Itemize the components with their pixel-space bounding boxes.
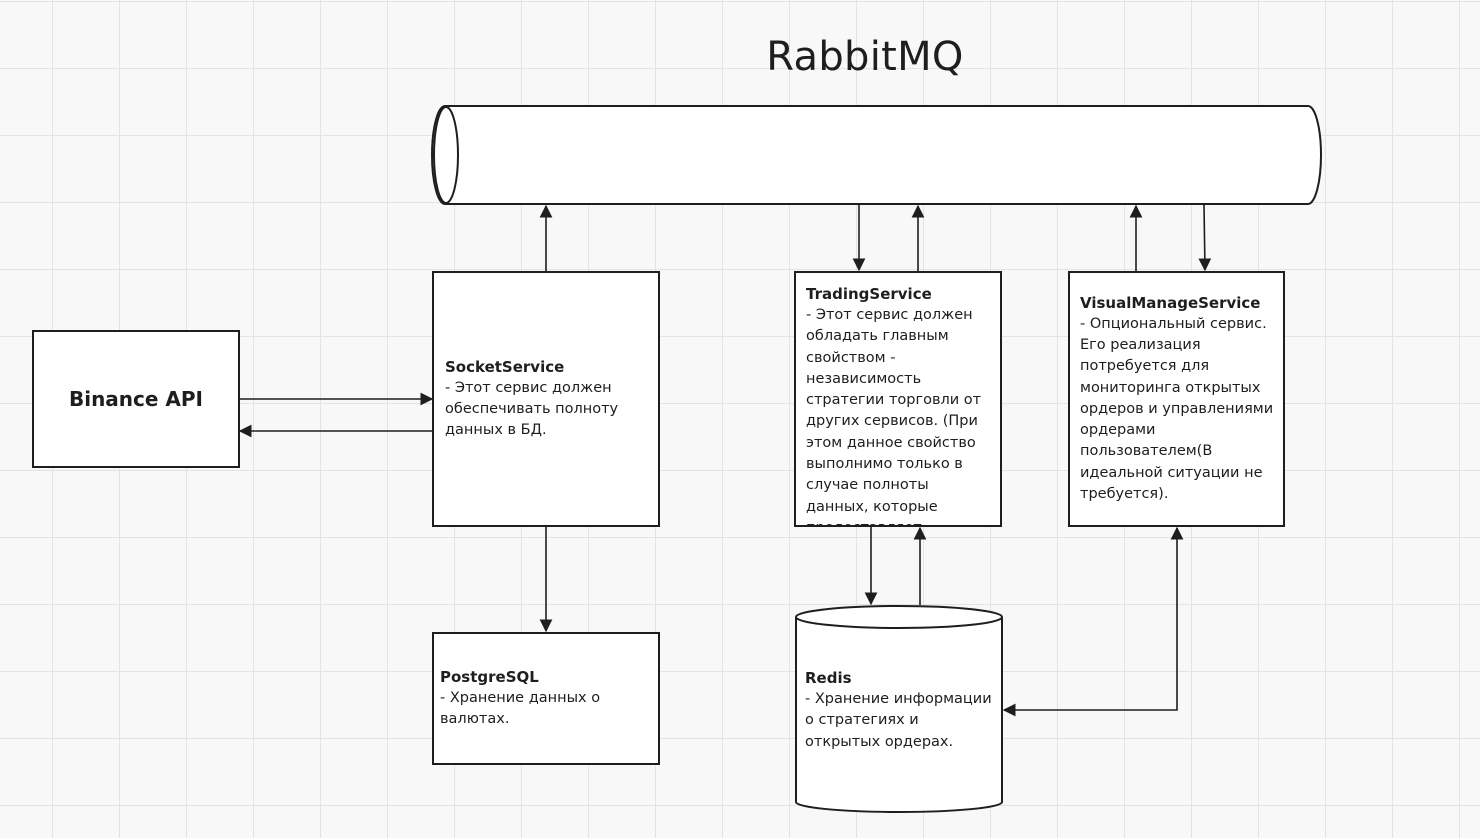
visual-manage-service-box[interactable]: VisualManageService - Опциональный серви…	[1068, 271, 1285, 527]
socket-service-box[interactable]: SocketService - Этот сервис должен обесп…	[432, 271, 660, 527]
redis-name: Redis	[805, 669, 852, 687]
postgresql-description: - Хранение данных о валютах.	[440, 689, 601, 727]
trading-service-name: TradingService	[806, 285, 932, 303]
rabbitmq-title: RabbitMQ	[766, 34, 964, 80]
visual-manage-service-description: - Опциональный сервис. Его реализация по…	[1080, 315, 1274, 503]
redis-database-shape[interactable]	[795, 605, 1003, 813]
trading-service-box[interactable]: TradingService - Этот сервис должен обла…	[794, 271, 1002, 527]
binance-api-box[interactable]: Binance API	[32, 330, 240, 468]
postgresql-box[interactable]: PostgreSQL - Хранение данных о валютах.	[432, 632, 660, 765]
postgresql-name: PostgreSQL	[440, 667, 539, 686]
trading-service-description: - Этот сервис должен обладать главным св…	[806, 307, 982, 525]
socket-service-description: - Этот сервис должен обеспечивать полнот…	[445, 379, 619, 439]
arrow-redis-visual-link[interactable]	[1002, 526, 1184, 717]
redis-description: - Хранение информации о стратегиях и отк…	[805, 691, 992, 750]
socket-service-name: SocketService	[445, 357, 565, 376]
binance-api-label: Binance API	[68, 386, 204, 411]
rabbitmq-queue-shape[interactable]	[431, 105, 1322, 205]
visual-manage-service-name: VisualManageService	[1080, 293, 1261, 312]
arrow-rabbitmq-to-visual[interactable]	[1198, 204, 1212, 272]
redis-text-block: Redis - Хранение информации о стратегиях…	[805, 668, 997, 753]
